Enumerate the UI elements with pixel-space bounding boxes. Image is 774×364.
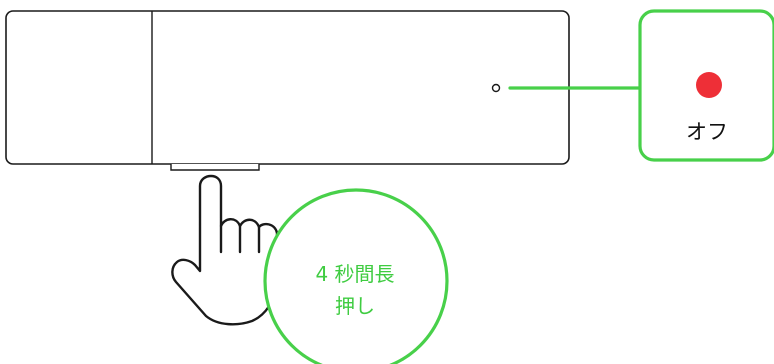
press-duration-line1: 4 秒間長 [315, 262, 395, 286]
press-duration-line2: 押し [335, 294, 375, 318]
power-button [170, 164, 260, 171]
red-dot-icon [696, 72, 722, 98]
status-led [491, 83, 501, 93]
device-outline [5, 10, 570, 165]
status-label: オフ [640, 119, 774, 145]
hand-pointer-icon [171, 174, 279, 326]
device-body [5, 10, 570, 171]
status-label-text: オフ [686, 120, 728, 144]
press-callout-circle [263, 188, 449, 364]
press-duration-label: 4 秒間長 押し [262, 258, 448, 322]
